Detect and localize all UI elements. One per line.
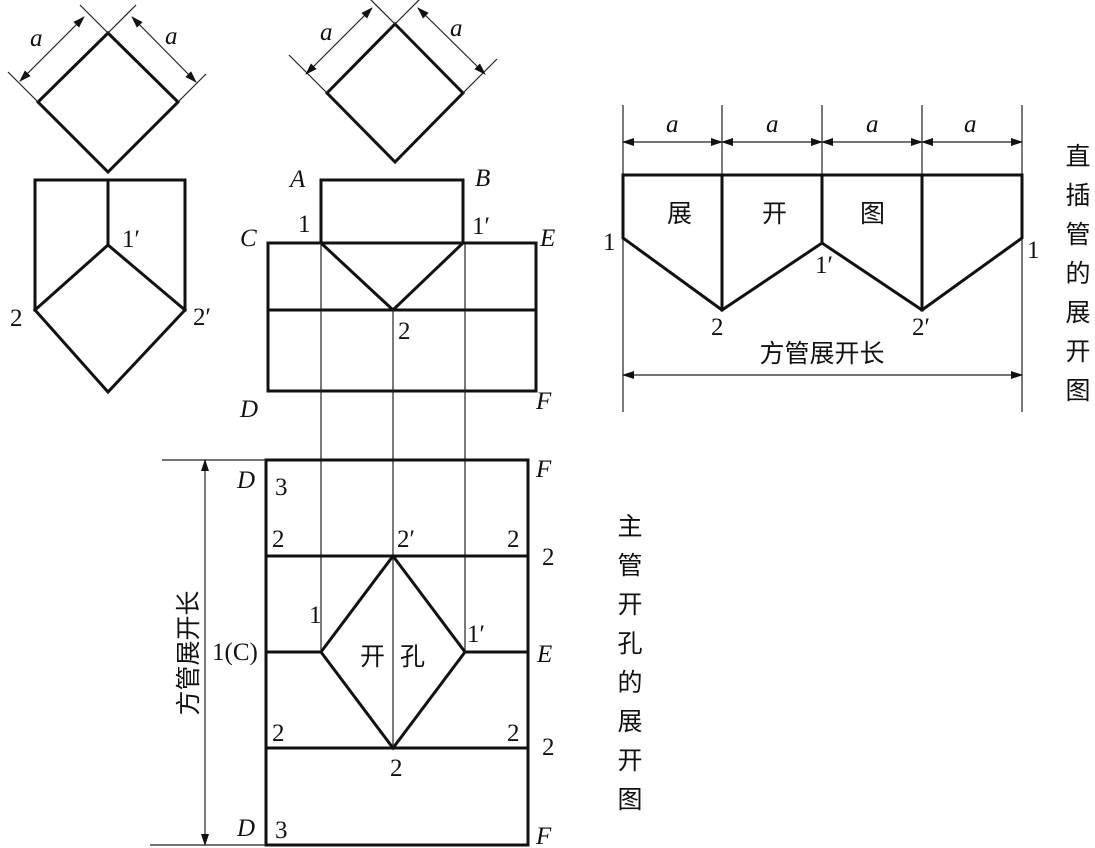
left-dim-ext-3 (107, 4, 137, 34)
mid-label-1: 1 (298, 211, 311, 238)
main-label-2-ll: 2 (272, 720, 285, 747)
branch-cell-2: 开 (762, 199, 787, 228)
left-body-outline (33, 178, 187, 312)
front-view: a a A B 1 1′ C E 2 D F (239, 0, 555, 423)
label-F-top: F (535, 388, 552, 415)
mid-dim-ext-2 (288, 54, 328, 94)
label-B: B (475, 165, 490, 192)
branch-label-2p: 2′ (912, 314, 930, 341)
mid-label-2: 2 (398, 318, 411, 345)
branch-dim-a-3: a (866, 111, 879, 138)
projection-lines (320, 243, 466, 745)
branch-length-label: 方管展开长 (759, 339, 884, 368)
mid-dim-ext-1 (370, 0, 396, 25)
main-label-2-lr: 2 (507, 720, 520, 747)
branch-title-char-5: 开 (1065, 337, 1090, 366)
main-title-char-5: 展 (617, 707, 642, 736)
left-dim-line-2 (131, 16, 197, 83)
mid-top-square (324, 21, 466, 165)
branch-title-char-4: 展 (1065, 298, 1090, 327)
branch-title-char-1: 插 (1065, 181, 1090, 210)
branch-dim-a-1: a (666, 111, 679, 138)
left-dim-ext-1 (79, 4, 109, 34)
main-title-char-2: 开 (617, 590, 642, 619)
left-label-2: 2 (10, 305, 23, 332)
main-dev-hole (319, 553, 467, 751)
main-title-char-0: 主 (617, 512, 642, 541)
main-label-2-olr: 2 (542, 734, 555, 761)
branch-cell-1: 展 (667, 199, 692, 228)
main-label-2-ur: 2 (507, 526, 520, 553)
left-body-v (32, 243, 188, 313)
main-title-char-4: 的 (617, 668, 642, 697)
main-label-1C: 1(C) (212, 639, 258, 666)
branch-label-1p: 1′ (815, 252, 833, 279)
main-label-D-top: D (236, 467, 255, 494)
hole-label-1: 开 (360, 642, 385, 671)
main-title-char-6: 开 (617, 746, 642, 775)
mid-dim-ext-4 (462, 58, 498, 94)
mid-dim-a-1: a (320, 19, 333, 46)
left-body-bottom (32, 307, 188, 395)
main-label-3-top: 3 (275, 474, 288, 501)
left-dim-ext-4 (177, 73, 207, 103)
label-D-top: D (239, 396, 258, 423)
main-dev-vertical-title: 主 管 开 孔 的 展 开 图 (617, 512, 642, 814)
main-label-3-bot: 3 (275, 817, 288, 844)
mid-dim-a-2: a (450, 15, 463, 42)
branch-pipe-development: a a a a 展 开 图 1 1 1′ 2 2′ 方管展开长 直 插 管 的 … (603, 105, 1091, 412)
left-dim-ext-2 (7, 71, 39, 103)
main-pipe-development: 方管展开长 D 3 F 2 2′ 2 2 1 1′ 1(C) E 开 孔 2 2… (150, 456, 643, 848)
branch-title-char-0: 直 (1065, 142, 1090, 171)
branch-dim-a-2: a (766, 111, 779, 138)
main-title-char-7: 图 (617, 785, 642, 814)
left-top-square (35, 30, 181, 175)
label-E: E (539, 225, 555, 252)
left-label-1p: 1′ (122, 226, 140, 253)
main-label-E: E (536, 641, 552, 668)
branch-label-1-left: 1 (603, 229, 616, 256)
mid-dim-line-1 (305, 7, 373, 75)
main-label-2-bottom: 2 (390, 755, 403, 782)
branch-title-char-6: 图 (1065, 376, 1090, 405)
label-A: A (288, 166, 306, 193)
branch-dim-a-4: a (964, 111, 977, 138)
main-label-2-ul: 2 (272, 526, 285, 553)
branch-title-char-3: 的 (1065, 259, 1090, 288)
main-label-2-or: 2 (542, 544, 555, 571)
mid-dim-line-2 (417, 7, 486, 75)
main-title-char-3: 孔 (617, 629, 642, 658)
main-label-2p: 2′ (397, 526, 415, 553)
hole-label-2: 孔 (400, 642, 425, 671)
main-label-1p: 1′ (467, 621, 485, 648)
branch-dev-vertical-title: 直 插 管 的 展 开 图 (1065, 142, 1090, 405)
mid-branch-v (318, 240, 466, 313)
main-label-F-bot: F (535, 823, 552, 848)
branch-dev-outline (621, 173, 1024, 312)
branch-cell-3: 图 (860, 199, 885, 228)
main-title-char-1: 管 (617, 551, 642, 580)
label-C: C (240, 225, 257, 252)
mid-dim-ext-3 (394, 0, 420, 25)
left-dim-a-2: a (165, 23, 178, 50)
branch-label-1-right: 1 (1027, 237, 1040, 264)
left-dim-line-1 (19, 16, 85, 82)
mid-branch-outline (319, 178, 465, 245)
left-dim-a-1: a (30, 25, 43, 52)
left-view: a a 1′ 2 2′ (7, 4, 211, 395)
main-label-F-top: F (535, 456, 552, 483)
mid-main-pipe (266, 241, 538, 393)
branch-label-2: 2 (711, 314, 724, 341)
main-label-1: 1 (309, 602, 322, 629)
mid-label-1p: 1′ (472, 213, 490, 240)
left-label-2p: 2′ (193, 304, 211, 331)
main-dev-length-label: 方管展开长 (174, 590, 203, 715)
branch-title-char-2: 管 (1065, 220, 1090, 249)
main-label-D-bot: D (236, 815, 255, 842)
